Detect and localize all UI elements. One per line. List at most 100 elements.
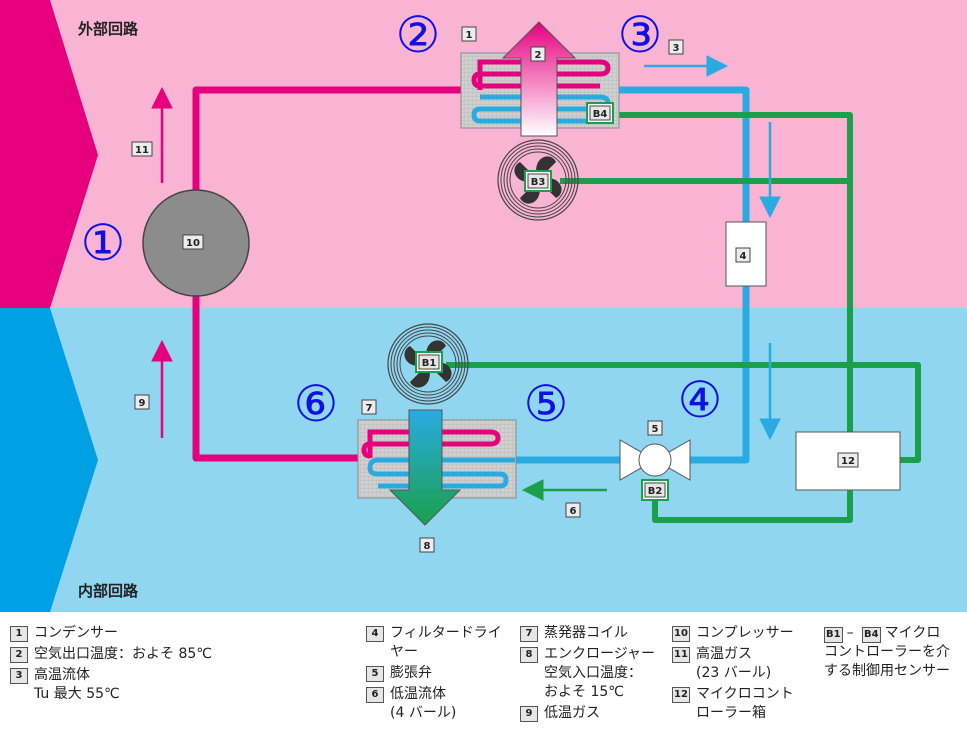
legend-number: 8 [520, 647, 538, 663]
svg-text:10: 10 [186, 238, 200, 249]
legend-item: 3 高温流体 Tu 最大 55℃ [10, 666, 212, 704]
b4-sensor-wire [612, 112, 853, 523]
legend-item: 11 高温ガス (23 バール) [672, 645, 794, 683]
suction-pipe [192, 292, 370, 462]
circled-number-5: ⑤ [524, 375, 569, 433]
component-tag-12: 12 [837, 452, 859, 468]
svg-text:2: 2 [535, 50, 542, 61]
component-tag-8: 8 [419, 537, 435, 553]
legend-text: 膨張弁 [390, 665, 432, 681]
outer-circuit-label: 外部回路 [77, 20, 139, 38]
air-outlet-arrow [501, 21, 577, 137]
component-tag-3: 3 [668, 39, 684, 55]
circled-number-2: ② [396, 6, 441, 64]
svg-text:12: 12 [841, 456, 855, 467]
svg-text:7: 7 [366, 403, 373, 414]
svg-text:B2: B2 [648, 486, 663, 497]
legend-text: マイクロコント ローラー箱 [696, 686, 794, 721]
legend-item: 2 空気出口温度：およそ 85℃ [10, 645, 212, 664]
expansion-valve-bulb [638, 443, 672, 477]
legend-text: 蒸発器コイル [544, 625, 628, 641]
svg-text:B1: B1 [422, 358, 437, 369]
cold-fluid-flow-arrow [521, 479, 607, 501]
legend-text: コンプレッサー [696, 625, 794, 641]
circled-number-3: ③ [618, 6, 663, 64]
liquid-down-arrow-upper [759, 122, 781, 219]
sensor-tag-b3: B3 [524, 170, 552, 192]
legend-text: 低温流体 (4 バール) [390, 686, 457, 721]
outer-zone-chevron [0, 0, 98, 308]
component-tag-4: 4 [735, 247, 751, 263]
legend-number: 9 [520, 706, 538, 722]
circled-number-6: ⑥ [294, 375, 339, 433]
b1-sensor-wire [446, 362, 921, 463]
low-temp-gas-flow-arrow [151, 339, 173, 438]
legend-column-4: 10 コンプレッサー 11 高温ガス (23 バール) 12 マイクロコント ローラー… [672, 624, 794, 725]
legend-number: 5 [366, 666, 384, 682]
sensor-tag-b2: B2 [641, 479, 669, 501]
legend-text: フィルタードライ ヤー [390, 625, 502, 660]
legend-item: 1 コンデンサー [10, 624, 212, 643]
circled-number-1: ① [81, 214, 126, 272]
inner-zone-chevron [0, 308, 98, 612]
component-tag-5: 5 [647, 420, 663, 436]
legend-text: 低温ガス [544, 705, 600, 721]
legend-text: コンデンサー [34, 625, 118, 641]
legend-number: 1 [10, 626, 28, 642]
legend-text: エンクロージャー 空気入口温度： およそ 15℃ [544, 646, 656, 700]
legend-number: 11 [672, 647, 690, 663]
refrigeration-circuit-diagram: 外部回路 内部回路 [0, 0, 967, 612]
legend-text: コントローラーを介 する制御用センサー [824, 644, 950, 679]
legend-item: 7 蒸発器コイル [520, 624, 655, 643]
enclosure-air-arrow [388, 409, 462, 526]
svg-text:8: 8 [424, 541, 431, 552]
condenser-hot-tubing [471, 59, 611, 90]
svg-text:9: 9 [139, 398, 146, 409]
svg-text:1: 1 [466, 30, 473, 41]
legend-item: 8 エンクロージャー 空気入口温度： およそ 15℃ [520, 645, 655, 702]
component-tag-6: 6 [565, 502, 581, 518]
legend-number: 3 [10, 668, 28, 684]
legend-text: 空気出口温度：およそ 85℃ [34, 646, 212, 662]
component-tag-11: 11 [131, 141, 153, 157]
legend-number: 6 [366, 687, 384, 703]
circled-number-4: ④ [678, 371, 723, 429]
legend-number: 7 [520, 626, 538, 642]
component-tag-2: 2 [530, 46, 546, 62]
legend-item: 4 フィルタードライ ヤー [366, 624, 502, 662]
component-tag-1: 1 [461, 26, 477, 42]
legend-item: 5 膨張弁 [366, 664, 502, 683]
legend-item: 10 コンプレッサー [672, 624, 794, 643]
legend-column-2: 4 フィルタードライ ヤー 5 膨張弁 6 低温流体 (4 バール) [366, 624, 502, 725]
component-tag-9: 9 [134, 394, 150, 410]
legend-number: 12 [672, 687, 690, 703]
legend-number: 10 [672, 626, 690, 642]
legend-text: 高温ガス (23 バール) [696, 646, 772, 681]
hot-gas-pipe [192, 86, 480, 196]
component-tag-7: 7 [361, 399, 377, 415]
svg-text:3: 3 [673, 43, 680, 54]
legend-number: 4 [366, 626, 384, 642]
inner-circuit-label: 内部回路 [78, 582, 139, 600]
svg-text:11: 11 [135, 145, 149, 156]
hot-gas-flow-arrow [151, 86, 173, 183]
legend-item: 9 低温ガス [520, 704, 655, 723]
legend-text: 高温流体 Tu 最大 55℃ [34, 667, 120, 702]
svg-text:6: 6 [570, 506, 577, 517]
legend-text: マイクロ [884, 625, 941, 641]
component-tag-10: 10 [182, 234, 204, 250]
sensor-tag-b1: B1 [415, 351, 443, 373]
sensor-tag-b4: B4 [586, 102, 614, 124]
legend-column-1: 1 コンデンサー 2 空気出口温度：およそ 85℃ 3 高温流体 Tu 最大 55℃ [10, 624, 212, 706]
svg-text:B4: B4 [593, 109, 608, 120]
evaporator-hot-tubing [361, 429, 501, 459]
legend-number: 2 [10, 647, 28, 663]
legend-dash: – [846, 625, 854, 641]
liquid-down-arrow-lower [759, 343, 781, 441]
legend-column-3: 7 蒸発器コイル 8 エンクロージャー 空気入口温度： およそ 15℃ 9 低温ガス [520, 624, 655, 725]
svg-text:5: 5 [652, 424, 659, 435]
legend-item: 6 低温流体 (4 バール) [366, 685, 502, 723]
